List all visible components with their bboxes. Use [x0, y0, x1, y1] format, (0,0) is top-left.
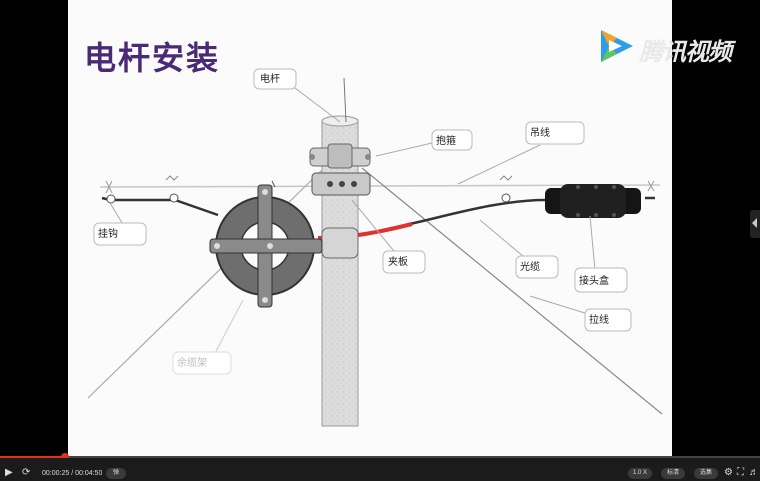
control-bar — [0, 458, 760, 481]
label-reel-rack: 余缆架 — [177, 356, 207, 369]
label-splice-box: 接头盒 — [579, 274, 609, 287]
current-time: 00:00:25 — [42, 470, 70, 477]
time-separator: / — [69, 470, 76, 477]
total-time: 00:04:50 — [75, 470, 103, 477]
label-guy: 拉线 — [589, 313, 609, 326]
progress-bar[interactable] — [0, 453, 760, 461]
play-icon[interactable]: ▶ — [5, 467, 13, 478]
lower-clamp — [321, 227, 359, 259]
watermark-text: 腾讯视频 — [639, 38, 732, 66]
label-hook: 挂钩 — [98, 227, 118, 240]
tencent-video-logo-icon — [601, 30, 633, 62]
optical-cable — [101, 196, 219, 217]
tencent-video-watermark: 腾讯视频 — [595, 24, 745, 70]
settings-icon[interactable]: ⚙ — [724, 467, 733, 478]
collapse-icon — [752, 218, 757, 228]
volume-icon[interactable]: ♬ — [749, 467, 759, 478]
danmaku-label: 弹 — [112, 470, 119, 476]
pole — [321, 119, 359, 427]
speed-label: 1.0 X — [632, 470, 647, 476]
label-pole: 电杆 — [260, 72, 280, 85]
guy-wire — [361, 167, 663, 415]
slide-title: 电杆安装 — [84, 39, 221, 77]
splice-box — [545, 184, 641, 218]
label-clamp: 夹板 — [388, 255, 408, 268]
speed-button[interactable]: 1.0 X — [628, 468, 652, 479]
side-panel-toggle[interactable] — [750, 210, 760, 238]
quality-label: 标清 — [666, 470, 679, 476]
time-display: 00:00:25 / 00:04:50 — [42, 468, 102, 480]
label-messenger: 吊线 — [530, 126, 550, 139]
quality-button[interactable]: 标清 — [661, 468, 685, 479]
label-cable: 光缆 — [520, 260, 540, 273]
select-label: 选集 — [699, 470, 712, 476]
episode-select-button[interactable]: 选集 — [694, 468, 718, 479]
danmaku-toggle[interactable]: 弹 — [106, 468, 126, 479]
progress-played — [0, 456, 66, 459]
video-frame[interactable]: 电杆安装 — [68, 0, 672, 456]
fullscreen-icon[interactable]: ⛶ — [737, 467, 744, 478]
progress-handle[interactable] — [61, 453, 70, 461]
pole-installation-diagram: 电杆 抱箍 吊线 挂钩 夹板 光缆 接头盒 拉线 余缆架 — [87, 68, 663, 427]
loop-icon[interactable]: ⟳ — [22, 467, 31, 478]
label-hoop: 抱箍 — [436, 134, 456, 147]
